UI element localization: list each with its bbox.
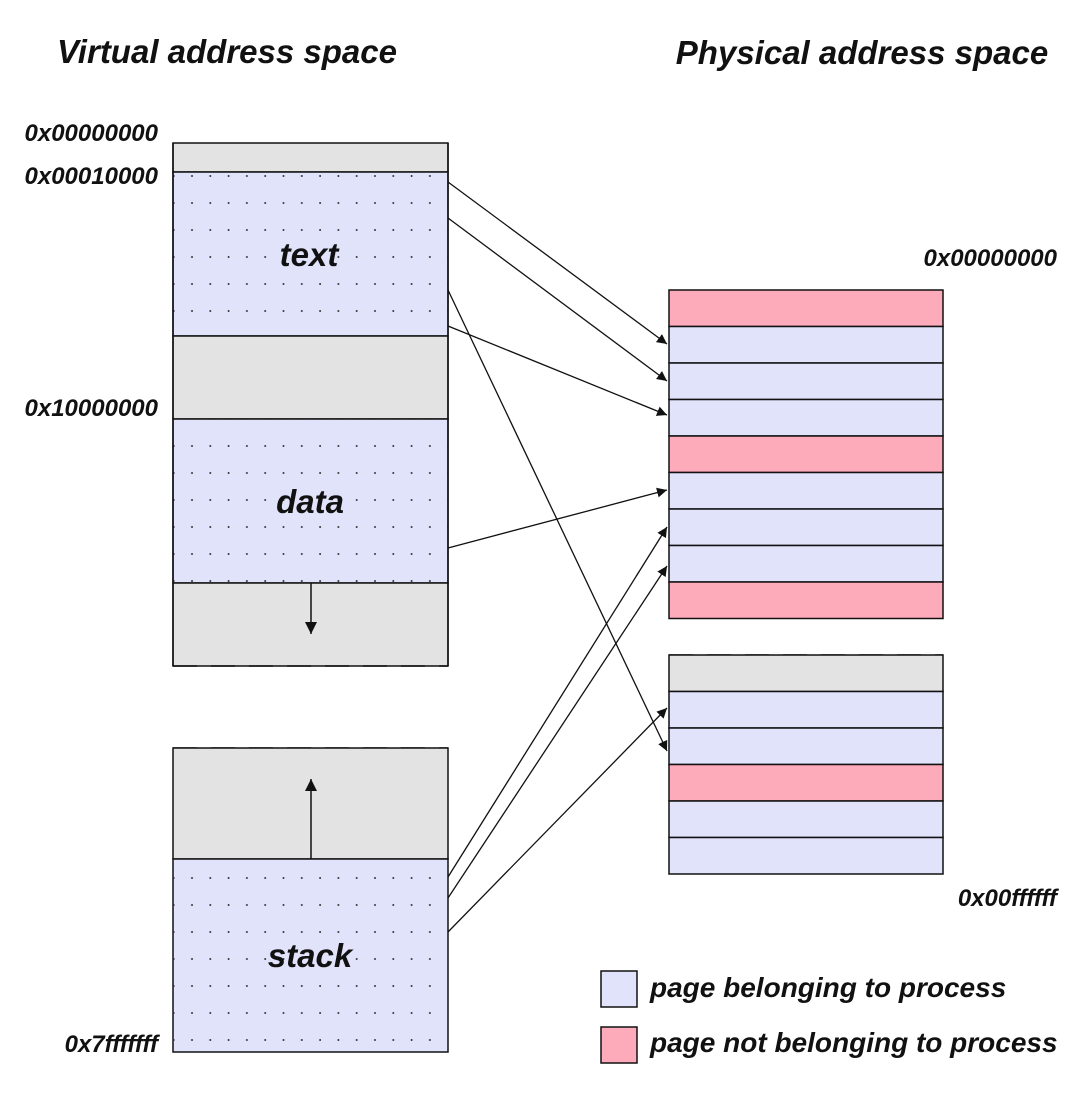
data-segment-label: data	[276, 483, 344, 520]
data-segment-dots	[173, 419, 448, 583]
physical-frame-owned	[668, 836, 944, 875]
physical-frame-not-owned	[668, 581, 944, 620]
virtual-address-start: 0x00000000	[25, 120, 159, 147]
physical-column	[668, 289, 944, 875]
legend-not-owned-swatch	[600, 1026, 638, 1064]
physical-frame-owned	[668, 362, 944, 401]
mapping-arrow	[447, 565, 668, 899]
physical-frame-owned	[668, 690, 944, 729]
virtual-address-data-start: 0x10000000	[25, 395, 159, 422]
text-segment-label: text	[280, 236, 341, 273]
physical-frame-owned	[668, 727, 944, 766]
mapping-arrow	[447, 325, 668, 416]
physical-frame-not-owned	[668, 289, 944, 328]
virtual-column	[172, 142, 449, 1053]
physical-frame-not-owned	[668, 435, 944, 474]
legend-owned-swatch	[600, 970, 638, 1008]
mapping-arrow	[447, 526, 668, 878]
stack-segment-dots	[173, 859, 448, 1052]
physical-frame-owned	[668, 398, 944, 437]
physical-frame-owned	[668, 800, 944, 839]
virtual-space-title: Virtual address space	[57, 33, 397, 70]
stack-segment-label: stack	[268, 937, 354, 974]
virtual-address-end: 0x7fffffff	[65, 1031, 160, 1058]
physical-frame-owned	[668, 471, 944, 510]
legend-not-owned-label: page not belonging to process	[649, 1027, 1058, 1058]
physical-frame-owned	[668, 544, 944, 583]
physical-space-title: Physical address space	[676, 34, 1048, 71]
physical-frame-owned	[668, 508, 944, 547]
mapping-arrow	[447, 181, 668, 345]
physical-address-start: 0x00000000	[924, 245, 1058, 272]
mapping-arrow	[447, 487, 668, 549]
mapping-arrow	[447, 289, 668, 752]
virtual-unused-region	[172, 335, 449, 420]
physical-frame-unused	[668, 654, 944, 693]
legend-owned-label: page belonging to process	[649, 972, 1006, 1003]
mapping-arrow	[447, 217, 668, 382]
physical-frame-owned	[668, 325, 944, 364]
physical-frame-not-owned	[668, 763, 944, 802]
virtual-reserved-page	[172, 142, 449, 173]
mapping-arrow	[447, 707, 668, 933]
physical-address-end: 0x00ffffff	[958, 885, 1059, 912]
text-segment-dots	[173, 172, 448, 336]
mapping-arrows	[447, 181, 668, 933]
virtual-address-text-start: 0x00010000	[25, 163, 159, 190]
